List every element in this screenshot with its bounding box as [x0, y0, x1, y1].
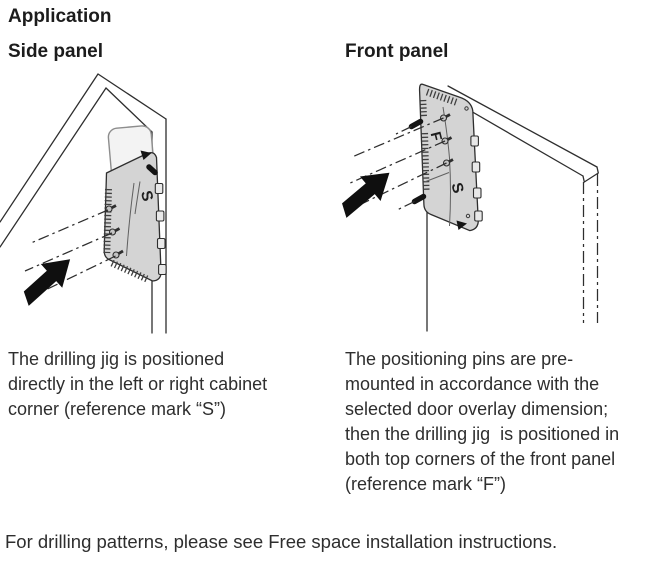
footer-note: For drilling patterns, please see Free s…	[5, 531, 558, 552]
front-panel-description: The positioning pins are pre- mounted in…	[345, 347, 663, 497]
insertion-arrow-icon	[23, 259, 71, 306]
side-panel-description: The drilling jig is positioned directly …	[8, 347, 338, 422]
insertion-arrow-icon	[342, 172, 390, 218]
description-line: both top corners of the front panel	[345, 449, 616, 469]
front-panel-illustration: F S	[342, 83, 600, 332]
description-line: directly in the left or right cabinet	[8, 374, 268, 394]
round-markers	[464, 106, 471, 219]
jig-mark-s: S	[448, 181, 467, 195]
description-line: The drilling jig is positioned	[8, 349, 225, 369]
drilling-jig-plate	[103, 151, 162, 282]
molded-arrow-icon	[140, 150, 152, 160]
jig-edge-notches	[154, 182, 167, 276]
page-title: Application	[8, 6, 112, 27]
jig-mark-s: S	[137, 189, 156, 203]
jig-contours	[126, 181, 141, 257]
jig-mark-f: F	[427, 130, 445, 143]
drilling-jig-plate	[418, 83, 479, 232]
front-panel-heading: Front panel	[345, 41, 449, 62]
description-line: selected door overlay dimension;	[345, 399, 609, 419]
description-line: The positioning pins are pre-	[345, 349, 574, 369]
description-line: corner (reference mark “S”)	[8, 399, 227, 419]
jig-edge-notches	[470, 135, 483, 222]
premounted-pins	[408, 118, 427, 205]
description-line: (reference mark “F”)	[345, 474, 507, 494]
description-line: mounted in accordance with the	[345, 374, 600, 394]
jig-contours	[424, 106, 451, 227]
front-panel-hidden-edges	[582, 174, 599, 323]
molded-arrow-icon	[456, 220, 467, 230]
stop-pin	[146, 164, 158, 176]
side-panel-illustration: S	[0, 73, 167, 334]
description-line: then the drilling jig is positioned in	[345, 424, 620, 444]
side-panel-heading: Side panel	[8, 41, 104, 62]
positioning-pins	[105, 204, 124, 259]
